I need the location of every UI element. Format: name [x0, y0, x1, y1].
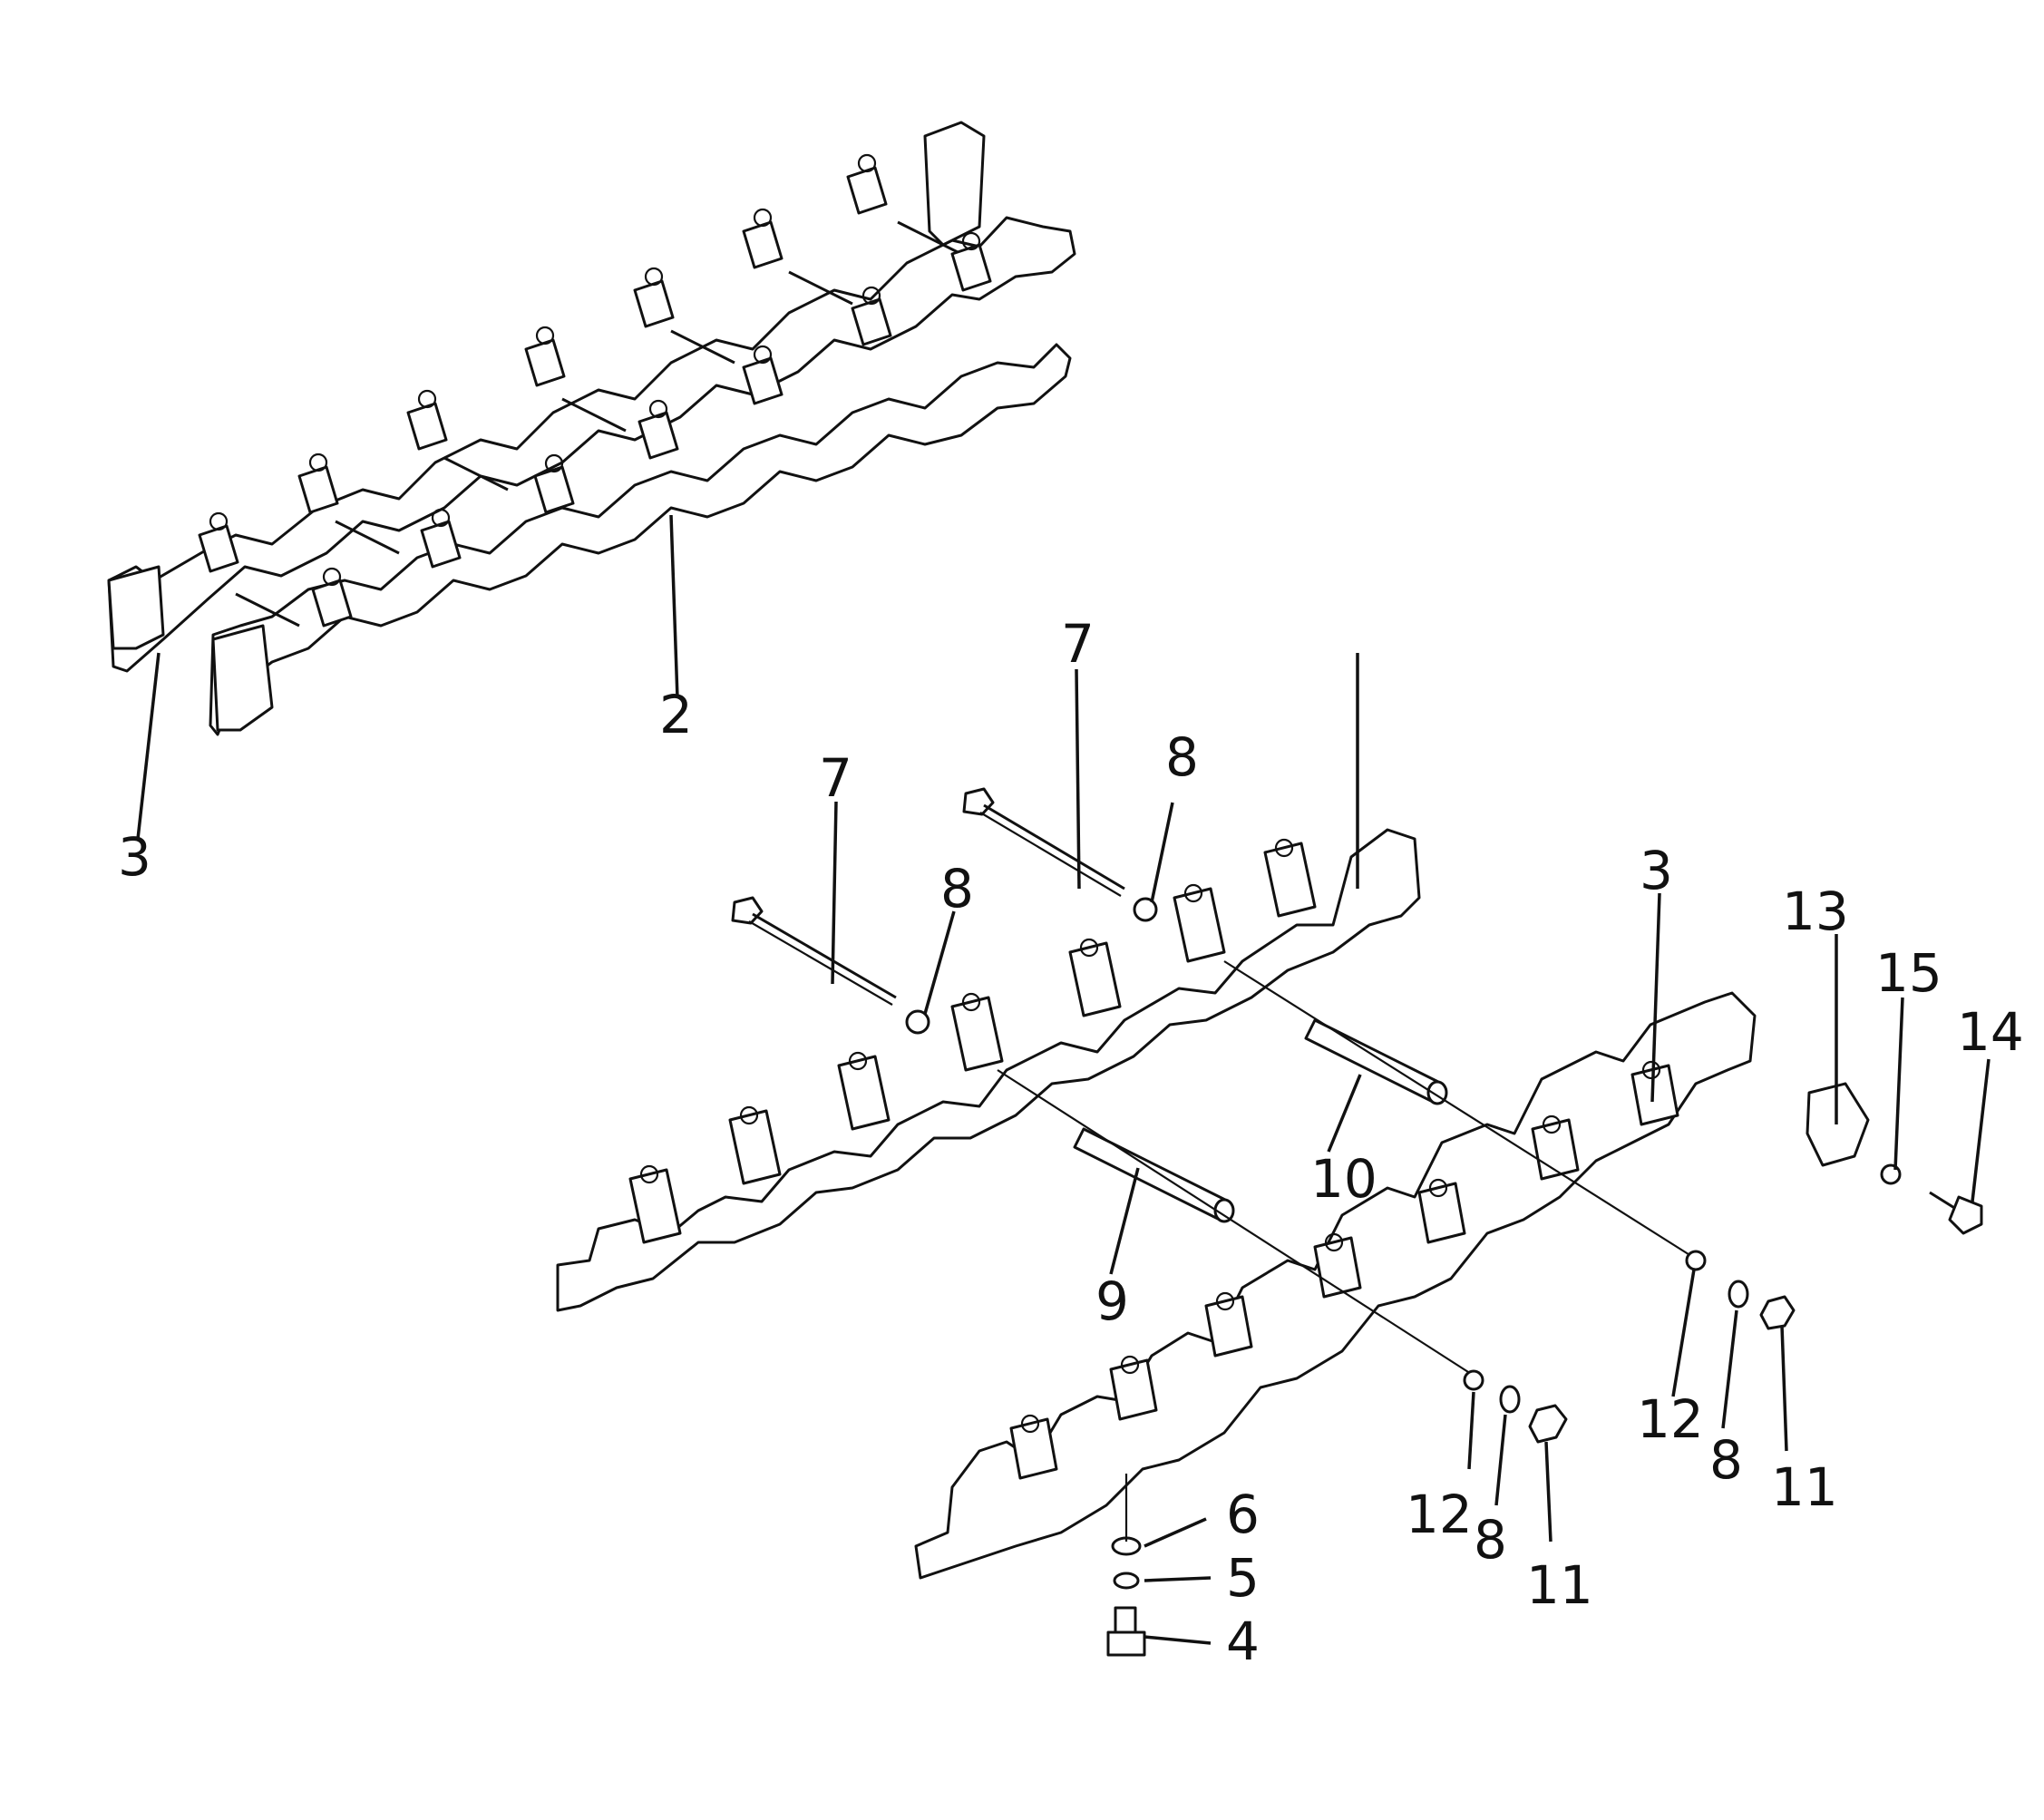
snap-ring-left: [1463, 1369, 1484, 1391]
callout-7-right: 7: [1061, 613, 1095, 675]
washer-15: [1880, 1163, 1902, 1185]
callout-7-left: 7: [819, 747, 852, 809]
callout-14: 14: [1957, 1001, 2024, 1063]
lower-back-rail-assembly: [556, 828, 1421, 1312]
upper-cross-rods: [235, 220, 962, 628]
lower-back-rail: [556, 828, 1421, 1312]
nut-right: [1759, 1295, 1796, 1330]
spacer-tube-9: [1073, 1127, 1235, 1223]
upper-right-end-bracket: [923, 121, 986, 247]
callout-3-upper: 3: [118, 826, 151, 888]
washer-right: [1728, 1280, 1749, 1309]
callout-9: 9: [1095, 1270, 1129, 1332]
callout-12-left: 12: [1406, 1484, 1473, 1545]
lower-back-saddles: [628, 838, 1317, 1244]
callout-15: 15: [1875, 942, 1942, 1004]
callout-11-left: 11: [1526, 1554, 1593, 1616]
upper-left-end-bracket: [107, 565, 165, 650]
spacer-tube-10: [1304, 1018, 1448, 1105]
loose-parts: [731, 787, 1983, 1657]
lower-front-saddles: [1009, 1060, 1679, 1480]
upper-front-end-bracket: [211, 624, 274, 732]
bolt-14: [1929, 1191, 1983, 1235]
upper-back-saddles: [198, 153, 888, 573]
lock-washer-5: [1113, 1572, 1140, 1590]
leader-lines: [136, 514, 1990, 1645]
washer-left: [1499, 1385, 1521, 1414]
long-bolt-left: [731, 896, 897, 1006]
upper-assembly: [107, 121, 1076, 736]
callout-2: 2: [659, 684, 693, 745]
lower-front-rail-assembly: [914, 991, 1757, 1580]
callout-10: 10: [1310, 1148, 1377, 1210]
callout-13: 13: [1782, 881, 1849, 942]
bolt-4: [1106, 1606, 1146, 1657]
callout-8-left: 8: [940, 858, 974, 920]
upper-front-saddles: [311, 231, 992, 628]
callout-12-right: 12: [1637, 1388, 1704, 1450]
callout-8-lower-left: 8: [1474, 1509, 1507, 1571]
washer-upper-right: [1133, 897, 1158, 922]
callout-3-lower: 3: [1640, 840, 1673, 901]
washer-upper-left: [905, 1009, 930, 1035]
callouts: 2 3 7 7 8 8 3 13 15 14 10 9 12 8 11 12 8…: [118, 613, 2024, 1672]
long-bolt-right: [962, 787, 1125, 897]
nut-left: [1528, 1404, 1568, 1444]
callout-8-right: 8: [1165, 726, 1199, 788]
callout-5: 5: [1226, 1547, 1260, 1609]
upper-back-rail: [107, 216, 1076, 673]
callout-8-lower-right: 8: [1709, 1429, 1743, 1491]
callout-11-right: 11: [1771, 1456, 1838, 1518]
callout-4: 4: [1226, 1611, 1260, 1672]
snap-ring-right: [1685, 1250, 1707, 1271]
callout-6: 6: [1226, 1484, 1260, 1545]
upper-front-rail: [209, 343, 1072, 736]
